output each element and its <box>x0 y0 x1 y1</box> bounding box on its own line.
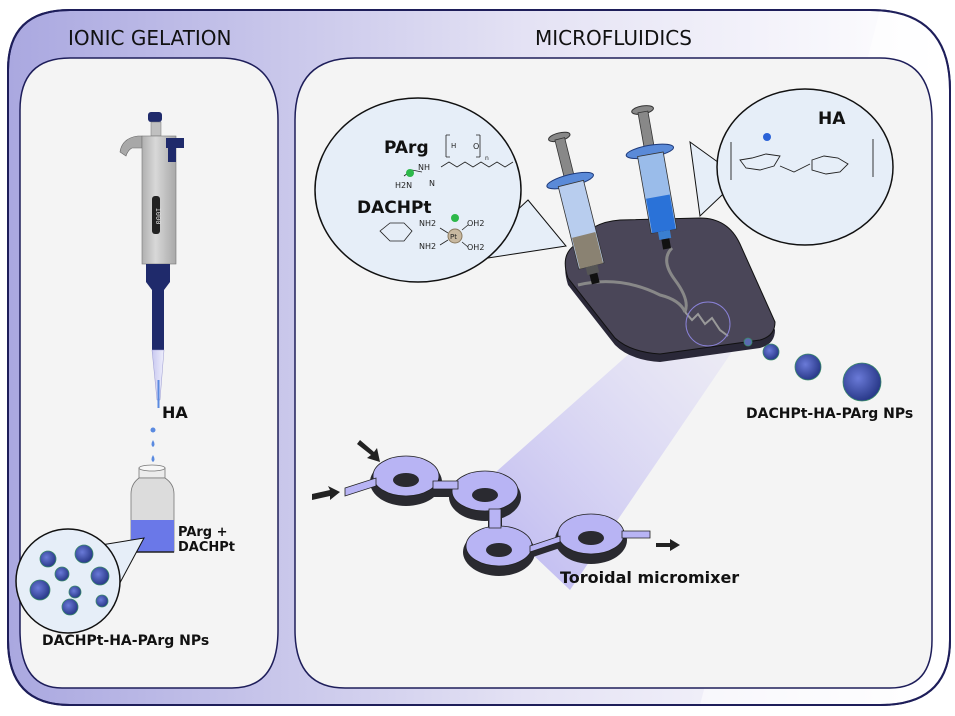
vial-label-line2: DACHPt <box>178 540 235 555</box>
dachpt-group-nh2-bottom: NH2 <box>419 242 436 251</box>
product-label-right: DACHPt-HA-PArg NPs <box>746 406 913 422</box>
inlet-arrow-2-icon <box>357 440 380 462</box>
ha-syringe <box>625 105 678 250</box>
volume-display <box>152 196 160 234</box>
np-callout-left <box>15 528 145 634</box>
parg-group-n-subscript: n <box>485 155 489 162</box>
parg-group-nh: NH <box>418 163 430 172</box>
dachpt-group-oh2-bottom: OH2 <box>467 243 484 252</box>
parg-syringe <box>546 131 605 285</box>
ha-drop-label: HA <box>162 403 188 422</box>
ha-label: HA <box>818 109 846 129</box>
vial-label-line1: PArg + <box>178 525 228 540</box>
positive-charge-icon <box>406 169 414 177</box>
volume-readout: 1000 <box>154 208 162 225</box>
parg-group-o: O <box>473 142 479 151</box>
mixer-label: Toroidal micromixer <box>560 568 739 587</box>
inlet-arrow-1-icon <box>312 486 340 500</box>
zoom-beam <box>470 305 740 590</box>
platinum-atom <box>447 228 463 244</box>
ha-structure <box>730 139 874 180</box>
outlet-arrow-icon <box>656 539 680 551</box>
dachpt-group-oh2-top: OH2 <box>467 219 484 228</box>
parg-dachpt-callout <box>314 97 567 283</box>
microfluidics-title: MICROFLUIDICS <box>535 26 692 50</box>
toroidal-micromixer <box>312 440 680 576</box>
parg-label: PArg <box>384 138 429 158</box>
flow-arrows <box>312 440 680 551</box>
positive-charge-icon-pt <box>451 214 459 222</box>
parg-group-n: N <box>429 179 435 188</box>
dachpt-label: DACHPt <box>357 198 432 218</box>
parg-group-h: H <box>451 142 456 150</box>
product-label-left: DACHPt-HA-PArg NPs <box>42 633 209 649</box>
dachpt-group-pt: Pt <box>450 233 457 241</box>
dachpt-group-nh2-top: NH2 <box>419 219 436 228</box>
negative-charge-icon <box>763 133 771 141</box>
nanoparticles-right <box>743 337 882 402</box>
micropipette: 1000 <box>119 112 184 408</box>
ionic-gelation-panel <box>19 57 279 689</box>
parg-group-h2n: H2N <box>395 181 412 190</box>
dachpt-structure <box>379 222 469 248</box>
vial <box>130 464 175 553</box>
ionic-gelation-title: IONIC GELATION <box>68 26 232 50</box>
microfluidic-chip <box>564 217 776 362</box>
